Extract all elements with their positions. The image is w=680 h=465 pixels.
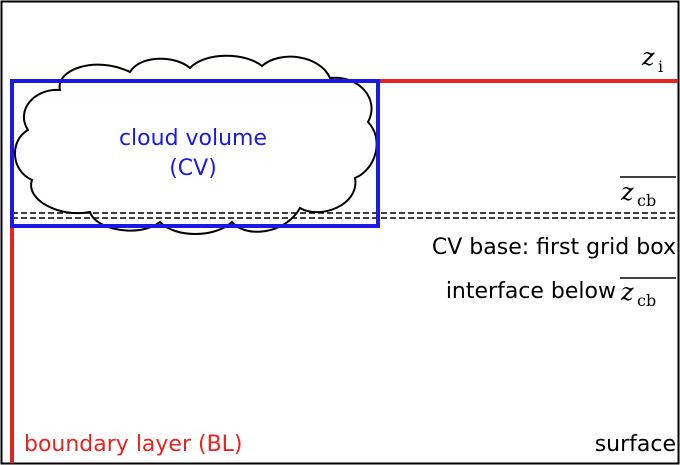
zi-subscript: i <box>658 57 663 76</box>
zi-label: z i <box>641 43 663 76</box>
surface-label: surface <box>595 432 676 457</box>
zi-symbol: z <box>641 43 655 71</box>
cv-base-zcb-subscript: cb <box>637 291 656 310</box>
cv-base-line1: CV base: first grid box <box>432 235 676 260</box>
cloud-volume-box <box>10 79 380 228</box>
zcb-subscript: cb <box>637 191 656 210</box>
zcb-label: z cb <box>620 176 676 210</box>
cloud-volume-label: cloud volume <box>119 126 267 151</box>
cv-base-line2: interface below <box>446 279 616 304</box>
cloud-shape <box>14 54 378 235</box>
cv-base-zcb: z cb <box>620 277 676 310</box>
cv-base-zcb-symbol: z <box>620 278 634 306</box>
zcb-symbol: z <box>620 178 634 206</box>
boundary-layer-label: boundary layer (BL) <box>24 432 243 457</box>
cloud-volume-abbrev: (CV) <box>169 156 217 181</box>
